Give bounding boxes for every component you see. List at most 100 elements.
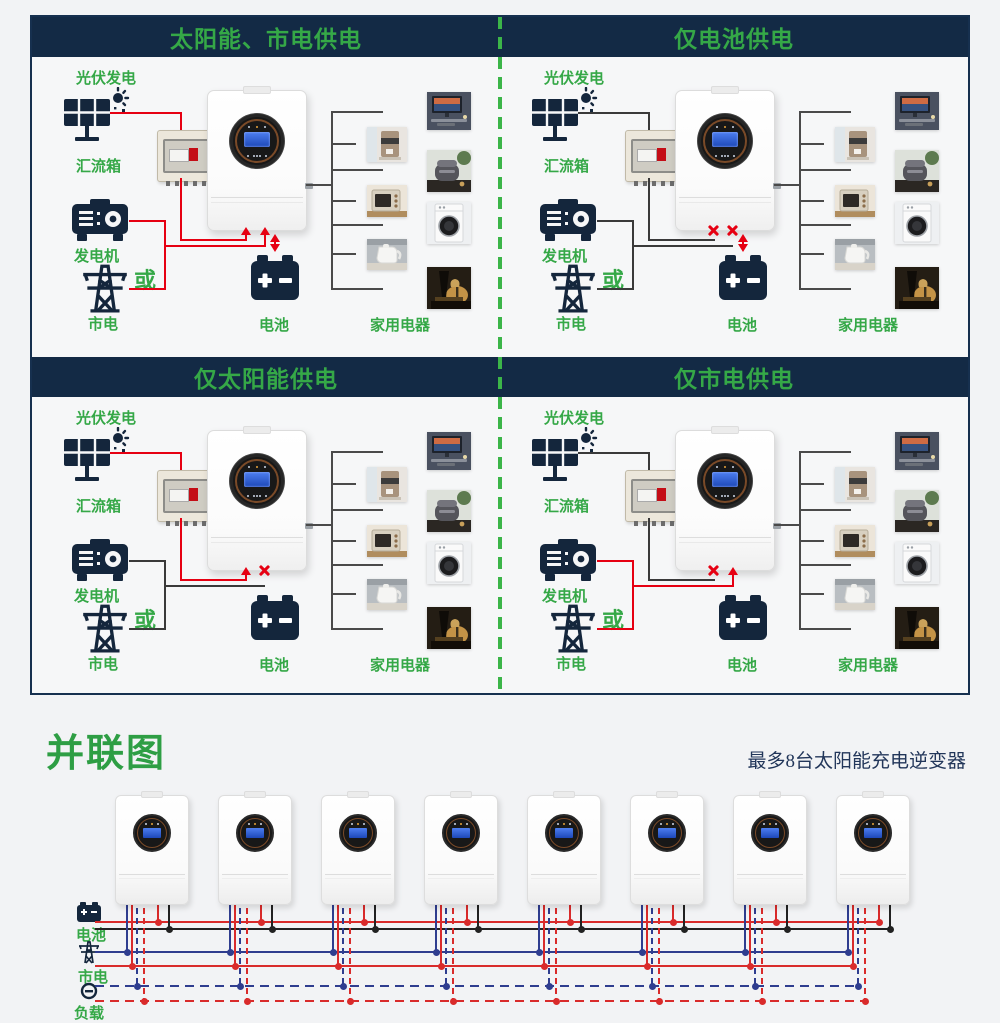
inverter-seam [211,196,303,203]
bus-label-load: 负载 [74,1006,105,1022]
inverter-drop-wire [271,898,273,930]
combiner-panel [163,479,210,513]
appliances-label: 家用电器 [370,658,431,674]
quadrant-title-2: 仅电池供电 [674,27,794,52]
solar-panel-icon [64,427,130,481]
appliance-photo-washing-machine [895,542,939,584]
battery-label: 电池 [259,318,290,334]
inverter-display [133,814,171,852]
inverter-drop-wire [452,898,454,1002]
combiner-red-switch [657,148,666,161]
green-dashed-divider [498,17,502,693]
parallel-title: 并联图 [46,733,167,775]
inverter-bracket [141,791,163,798]
junction-dot [371,925,379,933]
inverter-display [230,454,284,508]
combiner-red-switch [189,148,198,161]
inverter-seam [119,873,185,879]
or-label: 或 [134,268,157,293]
junction-dot [133,982,141,990]
appliance-photo-oven [835,525,875,557]
branch-line [799,540,824,542]
inverter-seam [679,196,771,203]
display-leds [724,126,726,128]
solar-panel-icon [532,87,598,141]
junction-dot [545,982,553,990]
inverter-drop-wire [538,898,540,953]
battery-label: 电池 [727,658,758,674]
inverter-drop-wire [646,898,648,967]
inverter-display [648,814,686,852]
inverter [675,426,781,571]
junction-dot [655,997,663,1005]
ac-wire [597,628,634,630]
generator-label: 发电机 [74,249,120,265]
inverter-bracket [243,426,271,434]
inverter-seam [325,873,391,879]
branch-line [799,143,824,145]
junction-dot [535,948,543,956]
appliance-photo-table-lamp [895,607,939,649]
junction-dot [346,997,354,1005]
display-screen [246,828,264,838]
inverter-seam [211,536,303,543]
ac-wire [164,585,265,587]
junction-dot [552,997,560,1005]
pv-wire [180,239,247,241]
power-tower-icon [79,941,99,964]
ac-wire [164,220,166,290]
junction-dot [140,997,148,1005]
pv-label: 光伏发电 [544,71,605,87]
branch-line [799,564,851,566]
inverter-bracket [553,791,575,798]
combiner-box [625,130,682,186]
display-leds [666,823,668,825]
mains-blue-bus [95,951,848,953]
appliance-photo-tv-desk [427,432,471,470]
display-leds [357,823,359,825]
display-leds [460,823,462,825]
appliance-photo-tv-desk [427,92,471,130]
inverter-seam [428,873,494,879]
branch-line [331,540,356,542]
generator-icon [540,199,596,241]
junction-dot [751,982,759,990]
junction-dot [432,948,440,956]
combiner-breaker [169,149,189,162]
wifi-antenna-stub [773,183,781,189]
pv-wire [648,178,650,241]
branch-line [331,143,356,145]
display-ring [858,818,888,848]
battery-icon [719,255,767,300]
branch-line [331,169,383,171]
inverter-drop-wire [744,898,746,953]
inverter-seam [634,873,700,879]
inverter-drop-wire [672,898,674,923]
inverter-bracket [759,791,781,798]
junction-dot [360,918,368,926]
load-circle-icon [80,982,98,1000]
junction-dot [165,925,173,933]
branch-line [331,628,383,630]
display-leds [256,126,258,128]
pv-wire [648,518,650,581]
display-ring [703,459,747,503]
branch-line [799,593,824,595]
output-line [774,524,800,526]
display-ring [549,818,579,848]
inverter-drop-wire [363,898,365,923]
inverter-drop-wire [775,898,777,923]
display-ring [755,818,785,848]
branch-line [799,200,824,202]
combiner-box [157,130,214,186]
branch-line [799,451,851,453]
display-screen [658,828,676,838]
parallel-subtitle: 最多8台太阳能充电逆变器 [747,751,966,772]
appliance-photo-table-lamp [427,267,471,309]
inverter-drop-wire [374,898,376,930]
appliance-photo-rice-cooker [427,150,471,192]
parallel-inverter-6 [630,791,704,905]
battery-flow-updown-icon [738,234,748,252]
or-label: 或 [602,268,625,293]
inverter-drop-wire [786,898,788,930]
